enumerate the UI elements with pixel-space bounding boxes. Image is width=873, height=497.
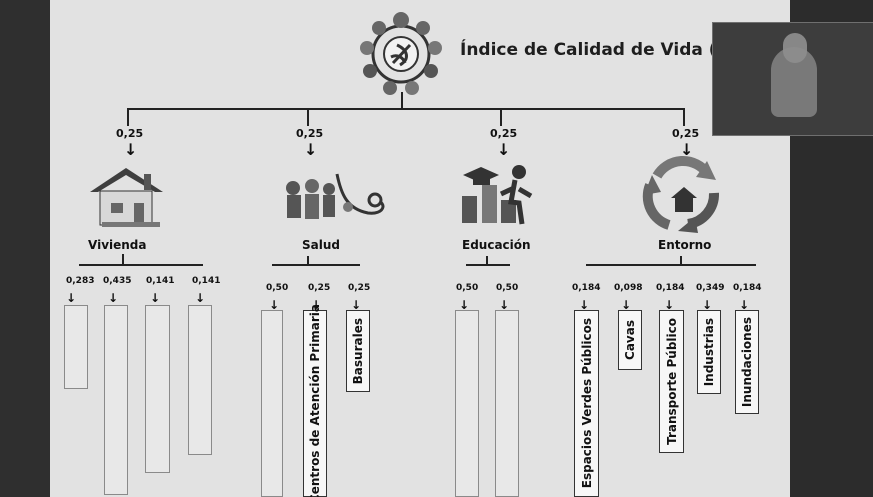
salud-indicator-basurales: Basurales [346,310,370,392]
vivienda-subarrow-2: ↓ [108,291,119,305]
entorno-indicator-inundaciones: Inundaciones [735,310,759,414]
educacion-subarrow-2: ↓ [499,298,510,312]
entorno-subweight-3: 0,184 [656,283,685,293]
vivienda-subarrow-1: ↓ [66,291,77,305]
educacion-subarrow-1: ↓ [459,298,470,312]
entorno-indicator-espacios-verdes: Espacios Verdes Públicos [574,310,599,497]
category-educacion: Educación [462,238,531,252]
salud-subweight-2: 0,25 [308,283,331,293]
entorno-indicator-cavas: Cavas [618,310,642,370]
entorno-indicator-industrias-label: Industrias [702,317,716,387]
entorno-subweight-5: 0,184 [733,283,762,293]
entorno-weight: 0,25 [672,127,700,140]
salud-arrow: ↓ [304,140,318,159]
category-salud: Salud [302,238,340,252]
educacion-arrow: ↓ [497,140,511,159]
category-entorno: Entorno [658,238,712,252]
entorno-subarrow-1: ↓ [579,298,590,312]
health-icon [286,173,385,219]
category-vivienda: Vivienda [88,238,147,252]
entorno-subweight-2: 0,098 [614,283,643,293]
salud-subarrow-2: ↓ [311,298,322,312]
entorno-subarrow-3: ↓ [664,298,675,312]
entorno-indicator-transporte-publico: Transporte Público [659,310,684,453]
educacion-subweight-2: 0,50 [496,283,519,293]
entorno-indicator-transporte-label: Transporte Público [664,318,679,445]
entorno-indicator-inundaciones-label: Inundaciones [740,316,754,408]
educacion-connector [500,108,502,126]
salud-subweight-1: 0,50 [266,283,289,293]
vivienda-subweight-4: 0,141 [192,276,221,286]
salud-connector [307,108,309,126]
salud-indicator-centros-atencion-primaria: Centros de Atención Primaria [303,304,327,497]
entorno-indicator-industrias: Industrias [697,310,721,394]
icv-title: Índice de Calidad de Vida (ICV) [460,40,757,60]
house-icon [90,168,163,227]
vivienda-indicator-box-4 [188,305,212,455]
salud-subgroup-line [272,264,360,266]
entorno-subarrow-4: ↓ [702,298,713,312]
title-connector [401,92,403,110]
vivienda-weight: 0,25 [116,127,144,140]
vivienda-arrow: ↓ [124,140,138,159]
webcam-person-body [771,47,817,117]
vivienda-subweight-1: 0,283 [66,276,95,286]
entorno-indicator-espacios-label: Espacios Verdes Públicos [579,318,594,489]
educacion-indicator-box-1 [455,310,479,497]
entorno-subgroup-line [586,264,756,266]
entorno-subweight-1: 0,184 [572,283,601,293]
environment-cycle-icon [642,155,719,233]
salud-subarrow-1: ↓ [269,298,280,312]
salud-branch-connector [307,256,309,266]
entorno-arrow: ↓ [680,140,694,159]
salud-indicator-centros-label: Centros de Atención Primaria [308,303,322,497]
entorno-subarrow-2: ↓ [621,298,632,312]
top-horizontal-connector [127,108,685,110]
vivienda-branch-connector [122,254,124,266]
salud-subarrow-3: ↓ [351,298,362,312]
salud-weight: 0,25 [296,127,324,140]
educacion-subweight-1: 0,50 [456,283,479,293]
entorno-subarrow-5: ↓ [739,298,750,312]
left-dark-border [0,0,52,497]
entorno-connector [683,108,685,126]
education-icon [462,165,533,225]
vivienda-subgroup-line [79,264,203,266]
vivienda-indicator-box-3 [145,305,170,473]
salud-subweight-3: 0,25 [348,283,371,293]
vivienda-subweight-2: 0,435 [103,276,132,286]
vivienda-connector [127,108,129,126]
educacion-branch-connector [486,256,488,266]
vivienda-subarrow-3: ↓ [150,291,161,305]
entorno-subweight-4: 0,349 [696,283,725,293]
entorno-branch-connector [680,256,682,266]
vivienda-subweight-3: 0,141 [146,276,175,286]
salud-indicator-basurales-label: Basurales [351,317,365,385]
educacion-subgroup-line [466,264,510,266]
vivienda-indicator-box-1 [64,305,88,389]
webcam-overlay [712,22,873,136]
quality-of-life-logo-icon [360,12,442,95]
educacion-indicator-box-2 [495,310,519,497]
vivienda-indicator-box-2 [104,305,128,495]
entorno-indicator-cavas-label: Cavas [623,320,637,360]
salud-indicator-box-1 [261,310,283,497]
educacion-weight: 0,25 [490,127,518,140]
vivienda-subarrow-4: ↓ [195,291,206,305]
